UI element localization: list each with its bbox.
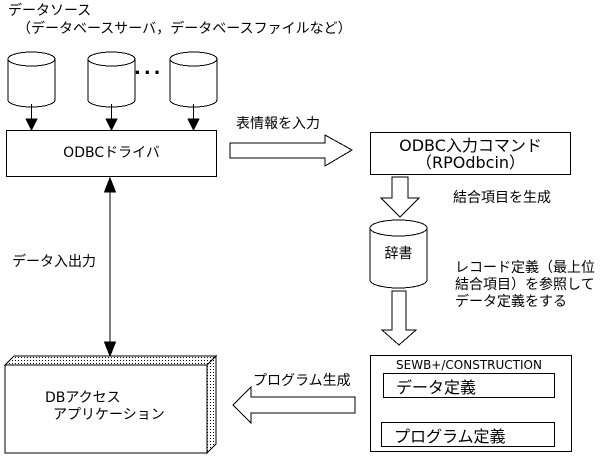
sewb-construction-box: SEWB+/CONSTRUCTION データ定義 プログラム定義 bbox=[370, 355, 572, 452]
db-to-driver-arrow-1 bbox=[25, 104, 38, 132]
generate-join-items-label: 結合項目を生成 bbox=[453, 190, 551, 206]
ellipsis-dots: ... bbox=[134, 58, 164, 79]
data-definition-box: データ定義 bbox=[383, 373, 555, 398]
database-cylinder-3 bbox=[169, 51, 218, 108]
database-cylinder-2 bbox=[87, 51, 136, 108]
record-definition-note-line3: データ定義をする bbox=[455, 294, 567, 310]
reference-arrow bbox=[380, 290, 418, 346]
dictionary-cylinder bbox=[369, 219, 428, 289]
db-app-label: DBアクセス アプリケーション bbox=[5, 390, 207, 424]
program-definition-label: プログラム定義 bbox=[394, 426, 506, 446]
data-definition-label: データ定義 bbox=[396, 377, 477, 397]
odbc-driver-label: ODBCドライバ bbox=[63, 145, 160, 161]
db-to-driver-arrow-2 bbox=[105, 104, 118, 132]
program-definition-box: プログラム定義 bbox=[381, 422, 555, 447]
data-io-arrow bbox=[103, 176, 117, 358]
dictionary-label: 辞書 bbox=[384, 246, 413, 262]
database-cylinder-1 bbox=[7, 51, 56, 108]
db-app-label-line1: DBアクセス bbox=[45, 390, 121, 406]
record-definition-note-line1: レコード定義（最上位 bbox=[455, 260, 595, 276]
db-to-driver-arrow-3 bbox=[187, 104, 200, 132]
program-generation-label: プログラム生成 bbox=[253, 373, 351, 389]
datasource-subtitle: （データベースサーバ，データベースファイルなど） bbox=[17, 21, 352, 37]
table-info-input-label: 表情報を入力 bbox=[236, 116, 320, 132]
odbc-driver-box: ODBCドライバ bbox=[6, 130, 217, 177]
db-app-label-line2: アプリケーション bbox=[53, 407, 165, 423]
sewb-construction-title: SEWB+/CONSTRUCTION bbox=[396, 358, 542, 372]
record-definition-note: レコード定義（最上位 結合項目）を参照して データ定義をする bbox=[455, 260, 595, 311]
db-app-3d-box bbox=[3, 354, 218, 455]
program-generation-arrow bbox=[232, 385, 356, 425]
table-info-arrow bbox=[229, 134, 354, 167]
odbc-input-command-line2: （RPOdbcin） bbox=[415, 152, 526, 172]
data-io-label: データ入出力 bbox=[12, 254, 96, 270]
odbc-input-command-box: ODBC入力コマンド （RPOdbcin） bbox=[370, 132, 571, 175]
record-definition-note-line2: 結合項目）を参照して bbox=[455, 277, 595, 293]
generate-join-arrow bbox=[379, 176, 421, 218]
odbc-input-command-line1: ODBC入力コマンド bbox=[399, 135, 542, 155]
datasource-title: データソース bbox=[8, 3, 92, 19]
